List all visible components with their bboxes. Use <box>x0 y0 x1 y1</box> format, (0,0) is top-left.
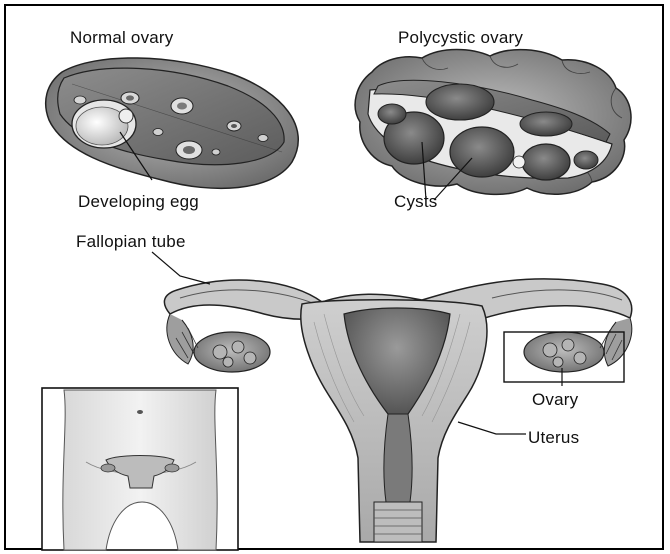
fallopian-tube-leader <box>152 252 210 284</box>
reproductive-anatomy-illustration <box>6 6 666 552</box>
ovary-label: Ovary <box>532 390 578 410</box>
uterus-leader <box>458 422 526 434</box>
normal-ovary-label: Normal ovary <box>70 28 173 48</box>
uterus-label: Uterus <box>528 428 579 448</box>
cysts-label: Cysts <box>394 192 438 212</box>
polycystic-ovary-label: Polycystic ovary <box>398 28 523 48</box>
fallopian-tube-label: Fallopian tube <box>76 232 186 252</box>
left-ovary <box>167 314 270 372</box>
developing-egg-label: Developing egg <box>78 192 199 212</box>
normal-ovary-drawing <box>46 58 299 188</box>
figure-frame: Normal ovary Polycystic ovary Developing… <box>4 4 664 550</box>
right-ovary <box>524 318 632 372</box>
polycystic-ovary-drawing <box>355 50 631 201</box>
body-inset <box>42 388 238 550</box>
